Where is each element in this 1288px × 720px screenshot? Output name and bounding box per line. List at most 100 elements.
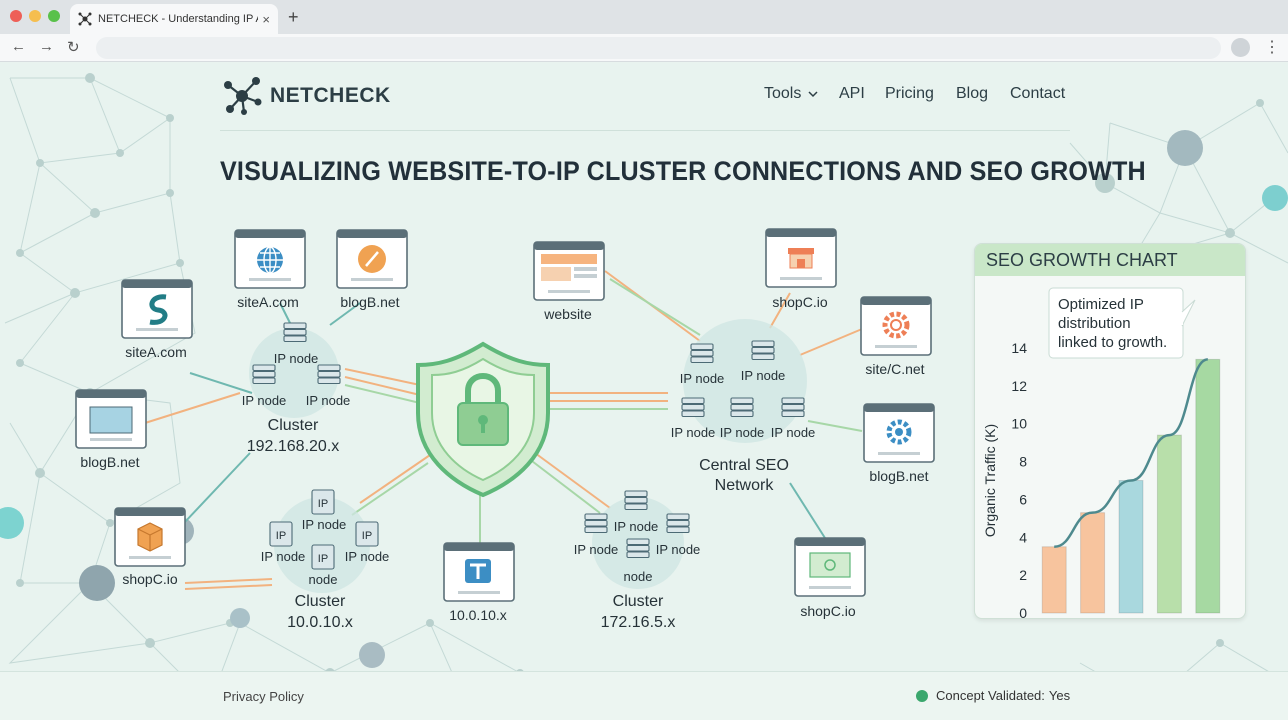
network-hub-icon [224,77,262,115]
network-favicon-icon [78,12,92,26]
new-tab-button[interactable]: + [288,7,299,27]
security-shield-icon [416,341,550,498]
site-window-ten-x: 10.0.10.x [443,542,515,623]
svg-text:node: node [309,572,338,587]
status-dot-icon [916,689,928,702]
site-label: site/C.net [865,361,924,377]
callout-line-3: linked to growth. [1058,334,1167,351]
site-label: blogB.net [340,294,399,310]
brand-logo[interactable]: NETCHECK [222,76,391,116]
close-window-button[interactable] [10,10,22,22]
nav-tools-label: Tools [764,85,802,102]
page-content: NETCHECK Tools API Pricing Blog Contact … [0,63,1288,720]
svg-text:IP node: IP node [680,371,725,386]
ip-cluster-diagram: siteA.com blogB.net siteA.com blogB.net … [75,228,935,631]
status-label: Concept Validated [936,688,1042,703]
status-value: Yes [1048,688,1071,703]
minimize-window-button[interactable] [29,10,41,22]
site-window-shopc-top: shopC.io [765,228,837,310]
privacy-policy-link[interactable]: Privacy Policy [223,689,304,704]
back-button[interactable]: ← [11,38,26,55]
site-label: shopC.io [772,294,827,310]
page-title: VISUALIZING WEBSITE-TO-IP CLUSTER CONNEC… [220,156,1146,186]
browser-tab-bar: NETCHECK - Understanding IP A × + [0,0,1288,34]
forward-button[interactable]: → [39,38,54,55]
svg-text:IP node: IP node [345,549,390,564]
svg-text:IP node: IP node [671,425,716,440]
site-window-sitec-right: site/C.net [860,296,932,377]
site-label: siteA.com [125,344,186,360]
bar-mar [1118,480,1144,614]
svg-text:IP: IP [362,530,372,542]
url-input[interactable] [96,37,1221,59]
site-label: siteA.com [237,294,298,310]
cluster-b-title: Cluster [295,593,346,610]
site-label: shopC.io [800,603,855,619]
profile-avatar[interactable] [1231,38,1250,57]
site-window-website: website [533,241,605,322]
central-network-nodes: IP node IP node IP node IP node IP node … [671,340,816,494]
status-indicator: Concept Validated: Yes [916,688,1070,703]
central-network-line2: Network [715,477,775,494]
maximize-window-button[interactable] [48,10,60,22]
y-tick-label: 12 [1011,378,1027,394]
y-axis-label: Organic Traffic (K) [982,424,998,537]
bars [1041,358,1221,614]
site-window-sitea-top: siteA.com [234,229,306,310]
svg-text:node: node [624,569,653,584]
header-divider [220,130,1070,131]
cluster-a-title: Cluster [268,417,319,434]
svg-text:IP node: IP node [656,542,701,557]
site-label: blogB.net [869,468,928,484]
y-tick-label: 8 [1019,454,1027,470]
callout-line-2: distribution [1058,315,1131,332]
nav-pricing[interactable]: Pricing [885,85,934,102]
svg-text:IP node: IP node [261,549,306,564]
callout-line-1: Optimized IP [1058,296,1144,313]
site-window-shopc-left: shopC.io [114,507,186,587]
svg-text:IP node: IP node [242,393,287,408]
nav-tools[interactable]: Tools [764,85,818,103]
site-label: shopC.io [122,571,177,587]
svg-text:IP node: IP node [274,351,319,366]
cluster-a-range: 192.168.20.x [247,438,340,455]
tab-title: NETCHECK - Understanding IP A [98,13,259,25]
svg-text:IP node: IP node [771,425,816,440]
tab-close-icon[interactable]: × [262,11,270,27]
footer-divider [0,671,1288,672]
chart-callout: Optimized IP distribution linked to grow… [1048,287,1196,359]
trend-line [1054,358,1209,548]
site-window-blogb-left: blogB.net [75,389,147,470]
y-tick-label: 4 [1019,529,1027,545]
browser-menu-icon[interactable]: ⋮ [1264,39,1280,56]
svg-text:IP node: IP node [741,368,786,383]
browser-tab[interactable]: NETCHECK - Understanding IP A × [70,4,278,34]
nav-api[interactable]: API [839,85,865,102]
nav-contact[interactable]: Contact [1010,85,1066,102]
nav-blog[interactable]: Blog [956,85,989,102]
svg-text:IP node: IP node [302,517,347,532]
central-network-line1: Central SEO [699,457,789,474]
site-window-blogb-top: blogB.net [336,229,408,310]
svg-text:IP node: IP node [574,542,619,557]
y-tick-label: 2 [1019,567,1027,583]
y-tick-label: 10 [1011,416,1027,432]
cluster-b-nodes: IP IP node IP IP node IP IP node IP node… [261,489,390,631]
y-tick-label: 0 [1019,605,1027,619]
footer: Privacy Policy Concept Validated: Yes [0,672,1288,720]
cluster-c-title: Cluster [613,593,664,610]
svg-text:IP node: IP node [614,519,659,534]
bar-feb [1080,512,1106,614]
svg-text:IP: IP [318,553,328,565]
cluster-c-nodes: IP node IP node IP node node Cluster 172… [574,490,701,631]
background-network-graphic [0,73,1288,714]
y-tick-label: 14 [1011,340,1027,356]
brand-name: NETCHECK [270,84,391,107]
reload-button[interactable]: ↻ [67,39,80,56]
cluster-b-range: 10.0.10.x [287,614,353,631]
cluster-c-range: 172.16.5.x [601,614,676,631]
bar-may [1195,358,1221,614]
